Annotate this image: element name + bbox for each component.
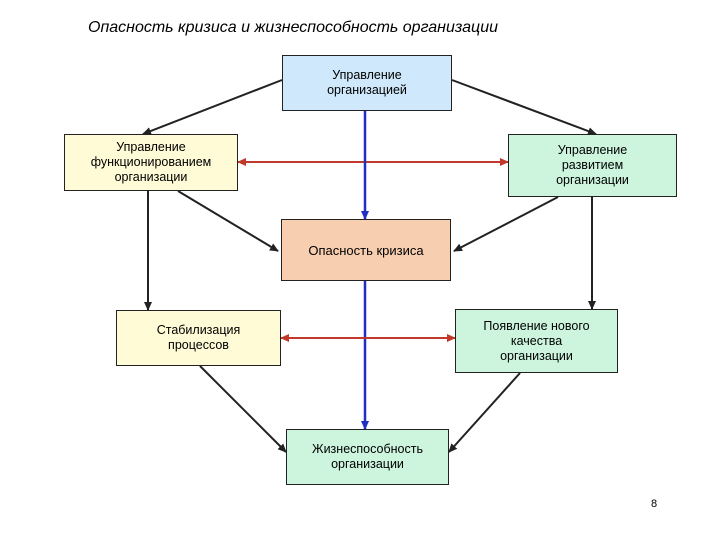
arrow-right-to-center: [453, 196, 559, 252]
node-viability: Жизнеспособность организации: [286, 429, 449, 485]
node-management-organization: Управление организацией: [282, 55, 452, 111]
node-stabilization: Стабилизация процессов: [116, 310, 281, 366]
arrow-stab-to-bottom: [199, 365, 287, 453]
arrow-newq-to-bottom: [448, 372, 521, 453]
node-management-development: Управление развитием организации: [508, 134, 677, 197]
node-new-quality: Появление нового качества организации: [455, 309, 618, 373]
page-number: 8: [651, 498, 658, 510]
arrow-top-to-left: [142, 79, 283, 135]
arrow-top-to-right: [451, 79, 597, 135]
node-crisis-danger: Опасность кризиса: [281, 219, 451, 281]
page-title: Опасность кризиса и жизнеспособность орг…: [88, 19, 498, 36]
node-management-functioning: Управление функционированием организации: [64, 134, 238, 191]
arrow-left-to-center: [177, 190, 279, 252]
